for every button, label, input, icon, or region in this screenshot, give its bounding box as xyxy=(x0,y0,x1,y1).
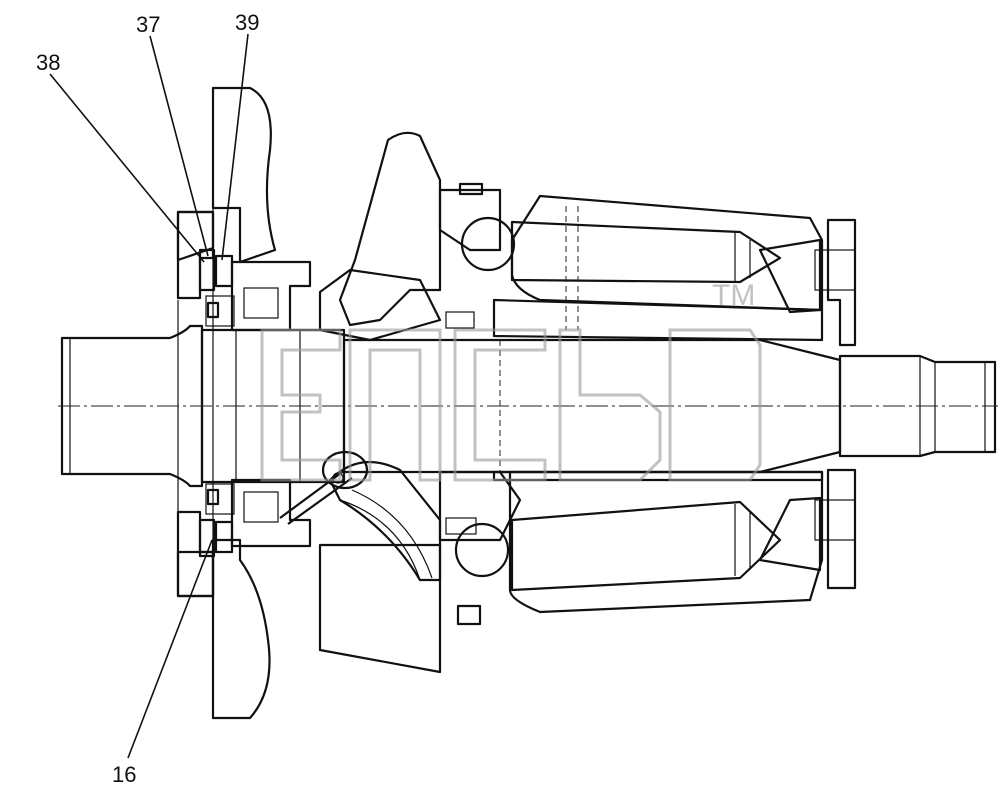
leader-39 xyxy=(221,33,249,261)
cylinder-block xyxy=(492,194,824,614)
control-pin xyxy=(279,450,369,525)
callout-38: 38 xyxy=(36,50,60,75)
piston-upper xyxy=(510,206,782,330)
piston-lower xyxy=(510,500,782,592)
watermark-logo: TM xyxy=(260,279,762,482)
shaft-seal-assembly xyxy=(198,248,235,558)
leader-16 xyxy=(127,539,213,759)
watermark-trademark: TM xyxy=(712,279,755,312)
valve-plate xyxy=(758,218,857,590)
leader-37 xyxy=(149,35,209,257)
callouts: 38 37 39 16 xyxy=(36,10,259,787)
callout-37: 37 xyxy=(136,12,160,37)
retainer-plate xyxy=(438,182,522,626)
swash-plate xyxy=(318,131,442,674)
callout-16: 16 xyxy=(112,762,136,787)
callout-39: 39 xyxy=(235,10,259,35)
leader-38 xyxy=(49,73,205,263)
mounting-flange xyxy=(176,86,277,720)
